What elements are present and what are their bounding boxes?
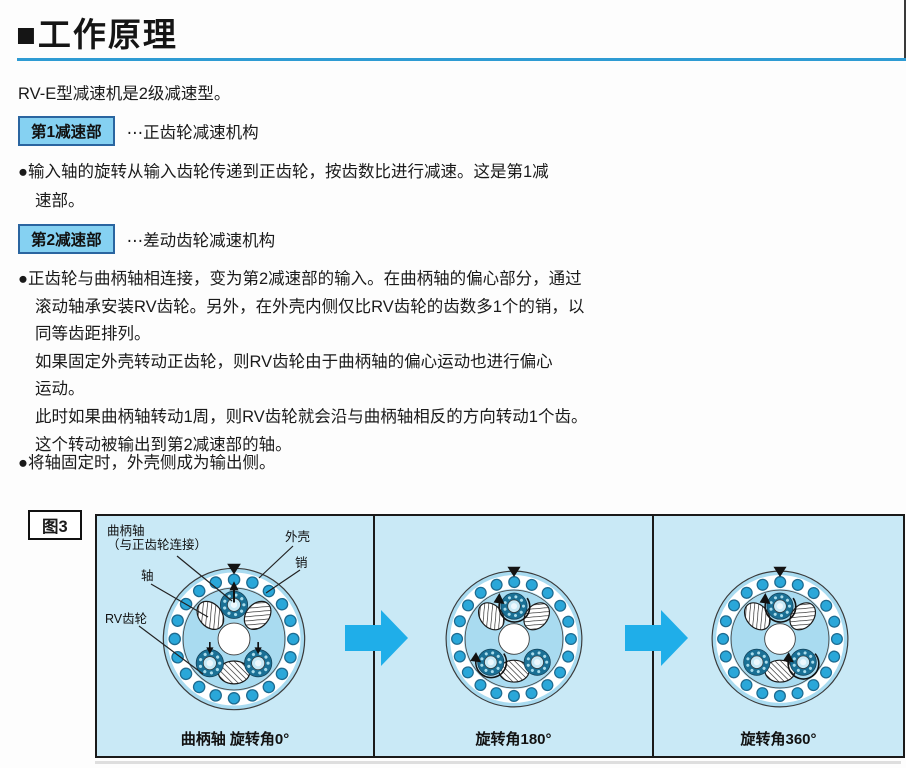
gear-diagram-180deg (441, 566, 587, 712)
rv-gear-label: RV齿轮 (105, 612, 148, 626)
figure-panel-180deg: 旋转角180° (375, 516, 654, 756)
panel-caption-360deg: 旋转角360° (740, 731, 817, 748)
shaft-label: 轴 (141, 569, 154, 583)
section2-tag: 第2减速部 (18, 224, 115, 254)
arrow-right-icon (345, 610, 408, 666)
output-note: ●将轴固定时，外壳侧成为输出侧。 (18, 454, 276, 472)
panel-caption-180deg: 旋转角180° (475, 731, 552, 748)
page-title: ■工作原理 (16, 16, 178, 53)
gear-diagram-0deg (158, 563, 310, 715)
arrow-right-icon (625, 610, 688, 666)
pin-label: 销 (295, 556, 308, 570)
section1-desc: ⋯正齿轮减速机构 (126, 124, 259, 142)
section1-header: 第1减速部 ⋯正齿轮减速机构 (18, 116, 259, 146)
section1-body: ●输入轴的旋转从输入齿轮传递到正齿轮，按齿数比进行减速。这是第1减 速部。 (18, 163, 549, 210)
section1-tag: 第1减速部 (18, 116, 115, 146)
figure-panel-0deg: 曲柄轴 （与正齿轮连接） 外壳 销 轴 RV齿轮 曲柄轴 旋转角0° (97, 516, 375, 756)
title-underline (17, 58, 906, 61)
panel-caption-0deg: 曲柄轴 旋转角0° (180, 731, 290, 748)
page-edge-mark (904, 0, 906, 58)
figure-panel-360deg: 旋转角360° (654, 516, 903, 756)
housing-label: 外壳 (285, 530, 311, 544)
gear-diagram-360deg (707, 566, 853, 712)
intro-text: RV-E型减速机是2级减速型。 (18, 85, 231, 103)
figure-frame: 曲柄轴 （与正齿轮连接） 外壳 销 轴 RV齿轮 曲柄轴 旋转角0° 旋转角18… (95, 514, 905, 758)
section2-body: ●正齿轮与曲柄轴相连接，变为第2减速部的输入。在曲柄轴的偏心部分，通过 滚动轴承… (18, 270, 588, 454)
figure-label: 图3 (28, 510, 82, 540)
section2-desc: ⋯差动齿轮减速机构 (126, 232, 276, 250)
page-shadow (95, 761, 901, 764)
section2-header: 第2减速部 ⋯差动齿轮减速机构 (18, 224, 275, 254)
crankshaft-label: 曲柄轴 （与正齿轮连接） (107, 524, 208, 552)
